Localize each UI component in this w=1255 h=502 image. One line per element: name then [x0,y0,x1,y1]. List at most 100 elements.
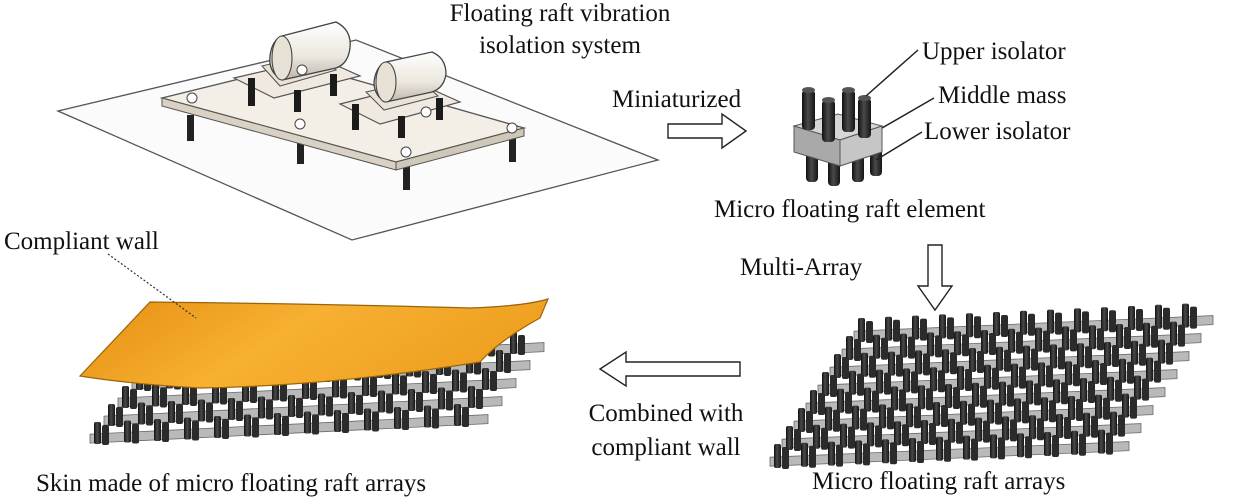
array-pillar [942,349,949,374]
array-pillar [280,381,287,402]
array-pillar [1070,329,1077,352]
array-pillar [879,404,886,429]
array-pillar [855,440,862,465]
array-pillar [954,331,961,356]
array-pillar [1097,328,1104,351]
array-pillar [894,421,901,446]
bolt-heads [186,64,518,158]
upper-isolators [802,87,871,142]
array-pillar [1115,379,1122,402]
array-pillar [252,417,259,438]
array-pillar [1083,412,1090,437]
label-middle-mass: Middle mass [938,82,1067,109]
array-pillar [1134,375,1141,400]
array-pillar [828,441,835,466]
array-pillar [786,426,793,450]
array-pillar [348,392,355,414]
label-compliant-wall: Compliant wall [4,228,159,255]
array-pillar [1037,418,1044,441]
array-pillar [885,316,892,341]
array-pillar [968,403,975,426]
array-pillar [214,416,221,438]
array-pillar [130,389,137,409]
array-pillar [1076,399,1083,421]
array-pillar [392,372,399,395]
array-pillar [432,408,439,429]
array-pillar [220,384,227,405]
array-pillar [926,388,933,411]
array-pillar [876,369,883,394]
array-pillar [222,419,229,439]
array-pillar [900,333,907,358]
array-pillar [1053,379,1060,404]
array-pillar [154,419,161,441]
array-pillar [108,404,115,426]
array-pillar [830,375,837,397]
array-pillar [1001,315,1008,337]
array-pillar [504,353,511,373]
array-pillar [1014,398,1021,423]
arrow-down-multi-array [916,244,954,312]
array-pillar [266,399,273,420]
array-pillar [840,423,847,448]
array-pillar [983,420,990,443]
array-pillar [848,426,855,449]
array-pillar [950,352,957,375]
label-raft-system-line2: isolation system [479,32,641,59]
array-pillar [1077,343,1084,368]
array-pillar [1136,309,1143,331]
array-pillar [1118,414,1125,437]
array-pillar [990,434,997,459]
array-pillar [911,371,918,394]
array-pillar [996,346,1003,371]
array-pillar [981,330,988,354]
label-miniaturized: Miniaturized [612,86,742,113]
array-pillar [966,313,973,338]
array-pillar [394,407,401,429]
array-pillar [190,386,197,406]
array-pillar [1098,429,1105,454]
array-pillar [1022,401,1029,424]
array-pillar [960,400,967,425]
array-pillar [362,374,369,396]
array-pillar [957,366,964,390]
array-pillar [1050,344,1057,369]
array-pillar [971,438,978,461]
array-pillar [1085,346,1092,369]
array-pillar [953,387,960,409]
array-pillar [1034,383,1041,406]
array-pillar [274,413,281,435]
array-pillar [947,317,954,340]
array-pillar [1035,327,1042,352]
array-pillar [1062,326,1069,351]
array-pillar [774,444,781,468]
array-pillar [798,408,805,432]
label-combined-line2: compliant wall [591,434,741,461]
array-pillar [422,371,429,393]
array-pillar [1055,312,1062,335]
array-pillar [930,367,937,392]
raft-system-illustration [55,21,661,241]
array-pillar [993,312,1000,336]
array-pillar [1004,349,1011,372]
array-pillar [998,437,1005,460]
array-pillar [364,408,371,431]
array-pillar [236,401,243,421]
array-pillar [1044,432,1051,456]
array-pillar [1103,397,1110,420]
array-pillar [899,389,906,412]
array-pillar [980,385,987,408]
array-pillar [834,354,841,378]
label-combined-line1: Combined with [588,400,744,427]
array-pillar [825,406,832,431]
array-pillar [102,425,109,445]
array-pillar [1089,325,1096,350]
array-pillar [192,420,199,441]
array-pillar [124,420,131,443]
array-pillar [296,398,303,418]
array-pillar [872,390,879,413]
array-pillar [116,407,123,427]
array-pillar [1068,396,1075,420]
array-pillar [852,405,859,430]
arrow-left-combined [598,350,741,388]
